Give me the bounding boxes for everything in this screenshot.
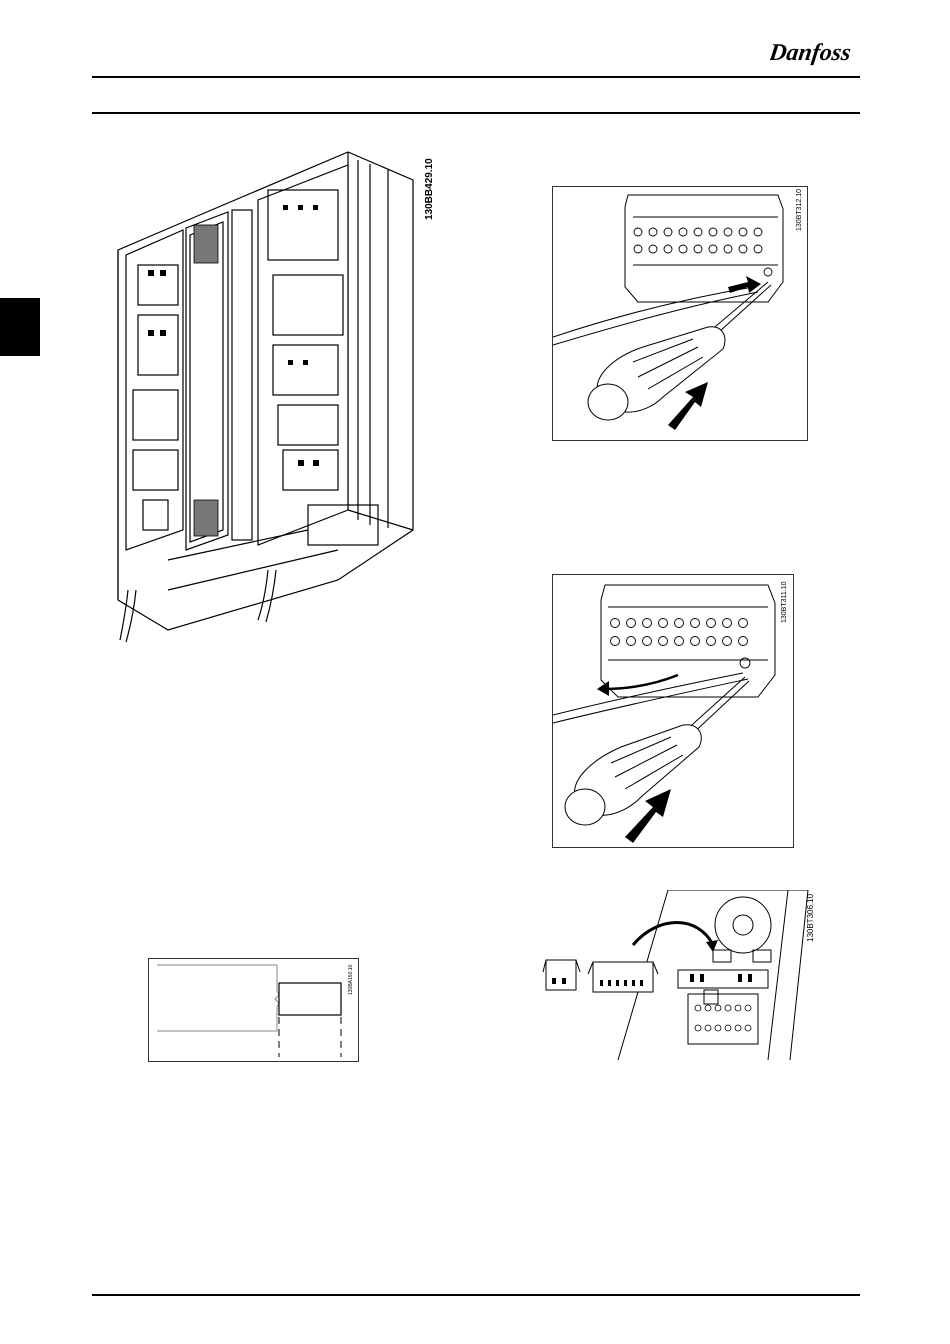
header-rule-bottom	[92, 112, 860, 114]
chapter-tab	[0, 298, 40, 356]
figure-id: 130BT306.10	[806, 894, 815, 942]
screwdriver-insert-wire-illustration-icon	[553, 187, 807, 440]
header-rule-top	[92, 76, 860, 78]
danfoss-logo-icon: Danfoss	[770, 34, 862, 70]
figure-id: 130BT311.10	[781, 581, 788, 623]
screwdriver-remove-wire-illustration-icon	[553, 575, 793, 847]
brand-wordmark: Danfoss	[770, 40, 852, 66]
figure-cabinet: 130BB429.10	[108, 150, 438, 650]
drive-cabinet-illustration-icon	[108, 150, 438, 650]
figure-id: 130BT312.10	[796, 189, 803, 231]
figure-id: 130BB429.10	[424, 158, 435, 220]
footer-rule	[92, 1294, 860, 1296]
plug-connectors-illustration-icon	[538, 890, 820, 1065]
figure-terminal-box: 130BA150.10	[148, 958, 359, 1062]
figure-wire-insert: 130BT312.10	[552, 186, 808, 441]
figure-plug-connectors: 130BT306.10	[538, 890, 820, 1065]
terminal-box-diagram-icon	[149, 959, 358, 1061]
figure-id: 130BA150.10	[348, 965, 354, 995]
brand-logo: Danfoss	[770, 34, 862, 70]
figure-wire-remove: 130BT311.10	[552, 574, 794, 848]
